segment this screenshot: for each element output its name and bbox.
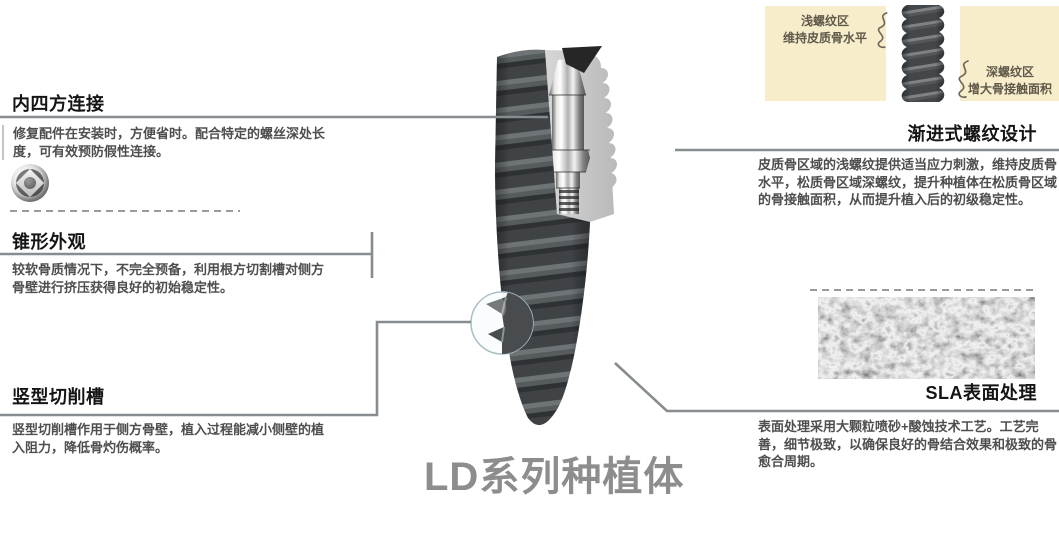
shallow-thread-zone-line1: 浅螺纹区 (800, 14, 849, 28)
squiggle-brace-icon (958, 60, 969, 99)
section-title-sla-surface-treatment: SLA表面处理 (925, 383, 1037, 403)
deep-thread-zone-line2: 增大骨接触面积 (967, 82, 1052, 96)
squiggle-brace-icon (877, 12, 888, 49)
shallow-thread-zone-label: 浅螺纹区 维持皮质骨水平 (778, 13, 872, 47)
deep-thread-zone-label: 深螺纹区 增大骨接触面积 (964, 64, 1056, 98)
cutaway-dark-wedge (562, 46, 602, 73)
magnifier-circle (470, 291, 534, 355)
sla-surface-texture-image (818, 297, 1035, 379)
section-body-progressive-thread-design: 皮质骨区域的浅螺纹提供适当应力刺激，维持皮质骨水平，松质骨区域深螺纹，提升种植体… (758, 157, 1058, 207)
internal-abutment-screw (546, 58, 590, 214)
section-title-tapered-shape: 锥形外观 (12, 232, 86, 252)
thread-closeup-image (901, 5, 945, 102)
shallow-thread-zone-line2: 维持皮质骨水平 (782, 31, 867, 45)
section-body-tapered-shape: 较软骨质情况下，不完全预备，利用根方切割槽对侧方骨壁进行挤压获得良好的初始稳定性… (12, 262, 325, 295)
section-body-internal-square-connection: 修复配件在安装时，方便省时。配合特定的螺丝深处长度，可有效预防假性连接。 (2, 125, 327, 160)
socket-core (24, 177, 36, 189)
section-title-progressive-thread-design: 渐进式螺纹设计 (907, 124, 1037, 144)
section-body-sla-surface-treatment: 表面处理采用大颗粒喷砂+酸蚀技术工艺。工艺完善，细节极致，以确保良好的骨结合效果… (758, 419, 1058, 469)
implant-cutaway-image (470, 46, 618, 426)
section-title-vertical-cutting-groove: 竖型切削槽 (12, 387, 105, 407)
deep-thread-zone-line1: 深螺纹区 (985, 65, 1034, 79)
section-title-internal-square-connection: 内四方连接 (12, 94, 105, 114)
square-socket-icon (11, 164, 49, 202)
section-body-vertical-cutting-groove: 竖型切削槽作用于侧方骨壁，植入过程能减小侧壁的植入阻力，降低骨灼伤概率。 (12, 422, 325, 455)
product-title: LD系列种植体 (424, 455, 685, 499)
